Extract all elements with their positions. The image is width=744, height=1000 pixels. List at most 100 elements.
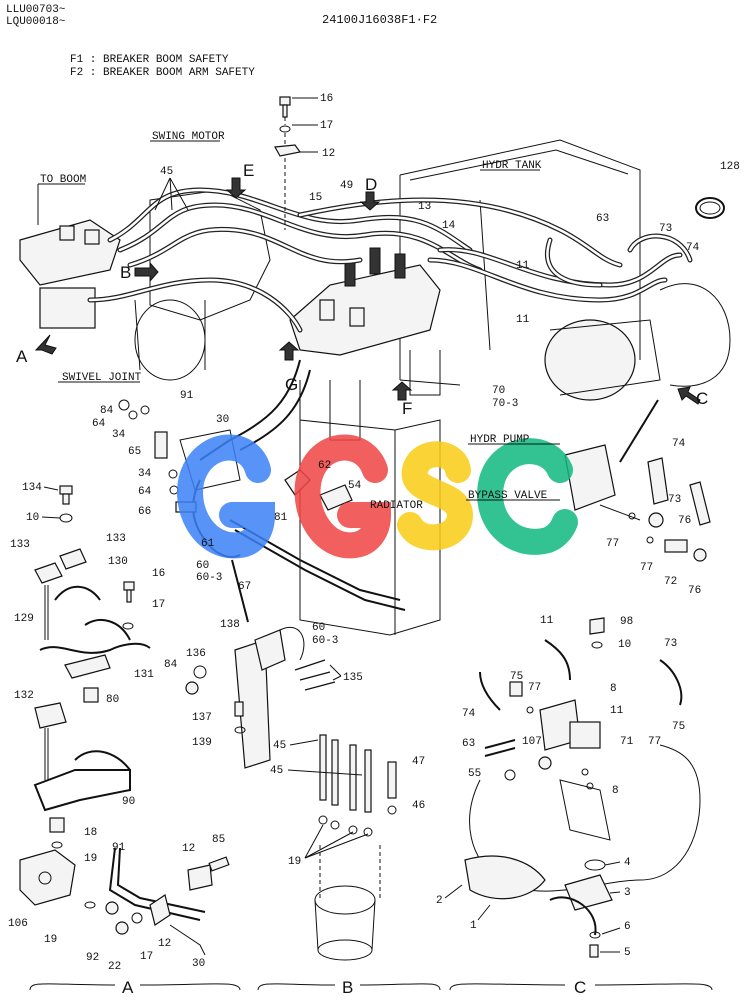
part-11-a: 11	[516, 260, 530, 272]
part-11-b: 11	[516, 314, 530, 326]
part-10: 10	[26, 512, 39, 524]
part-14: 14	[442, 220, 456, 232]
part-70: 70	[492, 385, 505, 397]
part-74-b: 74	[672, 438, 686, 450]
part-133-a: 133	[10, 539, 30, 551]
part-30: 30	[216, 414, 229, 426]
part-71: 71	[620, 736, 634, 748]
part-90: 90	[122, 796, 135, 808]
part-19-c: 19	[288, 856, 301, 868]
part-91-b: 91	[112, 842, 126, 854]
part-63-b: 63	[462, 738, 475, 750]
radiator-label: RADIATOR	[370, 500, 423, 512]
part-12-c: 12	[158, 938, 171, 950]
arrow-e-label: E	[243, 161, 254, 180]
part-133-b: 133	[106, 533, 126, 545]
part-19-b: 19	[44, 934, 57, 946]
direction-arrows	[34, 177, 701, 405]
part-129: 129	[14, 613, 34, 625]
part-61: 61	[201, 538, 215, 550]
legend-f1: F1 : BREAKER BOOM SAFETY	[70, 54, 229, 66]
part-134: 134	[22, 482, 42, 494]
section-brackets	[29, 983, 713, 991]
part-92: 92	[86, 952, 99, 964]
part-13: 13	[418, 201, 431, 213]
part-77-b: 77	[640, 562, 653, 574]
part-67: 67	[238, 581, 251, 593]
part-11-d: 11	[610, 705, 624, 717]
part-77-d: 77	[648, 736, 661, 748]
part-12: 12	[322, 148, 335, 160]
part-60-b: 60	[312, 622, 325, 634]
section-c-label: C	[574, 978, 586, 997]
hose-bundle	[87, 187, 693, 611]
section-a-label: A	[122, 978, 134, 997]
arrow-c-label: C	[696, 389, 708, 408]
part-70-3: 70-3	[492, 398, 518, 410]
part-5: 5	[624, 947, 631, 959]
document-code: 24100J16038F1·F2	[322, 13, 438, 27]
part-130: 130	[108, 556, 128, 568]
leader-c	[619, 399, 659, 463]
part-63: 63	[596, 213, 609, 225]
main-assembly	[19, 96, 731, 636]
part-73: 73	[659, 223, 672, 235]
part-136: 136	[186, 648, 206, 660]
part-6: 6	[624, 921, 631, 933]
part-18: 18	[84, 827, 97, 839]
arrow-d-label: D	[365, 175, 377, 194]
detail-a	[19, 485, 230, 956]
part-47: 47	[412, 756, 425, 768]
part-8-b: 8	[612, 785, 619, 797]
part-66: 66	[138, 506, 151, 518]
part-17-b: 17	[152, 599, 165, 611]
part-75: 75	[510, 671, 523, 683]
part-17-c: 17	[140, 951, 153, 963]
part-80: 80	[106, 694, 119, 706]
part-60-3: 60-3	[196, 572, 222, 584]
section-b-label: B	[342, 978, 353, 997]
part-98: 98	[620, 616, 633, 628]
part-45-c: 45	[270, 765, 283, 777]
arrow-b-label: B	[120, 263, 131, 282]
part-55: 55	[468, 768, 481, 780]
part-60: 60	[196, 560, 209, 572]
part-76: 76	[678, 515, 691, 527]
part-16: 16	[320, 93, 333, 105]
part-34-b: 34	[138, 468, 152, 480]
part-85: 85	[212, 834, 225, 846]
part-77-c: 77	[528, 682, 541, 694]
part-8: 8	[610, 683, 617, 695]
watermark-letter	[397, 441, 474, 551]
to-boom-label: TO BOOM	[40, 174, 86, 186]
part-65: 65	[128, 446, 141, 458]
part-numbers: 16 17 12 45 49 15 13 14 63 73 74 128 11 …	[8, 93, 740, 973]
part-75-b: 75	[672, 721, 685, 733]
hydr-pump-label: HYDR PUMP	[470, 434, 530, 446]
watermark-letter	[177, 434, 276, 559]
part-137: 137	[192, 712, 212, 724]
part-72: 72	[664, 576, 677, 588]
part-17: 17	[320, 120, 333, 132]
leader-b	[231, 559, 249, 623]
detail-c	[464, 617, 701, 958]
part-60-3-b: 60-3	[312, 635, 338, 647]
arrow-f-label: F	[402, 399, 412, 418]
part-30-b: 30	[192, 958, 205, 970]
swing-motor-label: SWING MOTOR	[152, 131, 225, 143]
swivel-joint-label: SWIVEL JOINT	[62, 372, 142, 384]
part-135: 135	[343, 672, 363, 684]
part-49: 49	[340, 180, 353, 192]
watermark	[177, 434, 578, 559]
part-73-c: 73	[664, 638, 677, 650]
part-15: 15	[309, 192, 322, 204]
part-91: 91	[180, 390, 194, 402]
part-76-b: 76	[688, 585, 701, 597]
part-10-b: 10	[618, 639, 631, 651]
part-64: 64	[92, 418, 106, 430]
part-19-a: 19	[84, 853, 97, 865]
arrow-a-label: A	[16, 347, 28, 366]
part-139: 139	[192, 737, 212, 749]
part-81: 81	[274, 512, 288, 524]
